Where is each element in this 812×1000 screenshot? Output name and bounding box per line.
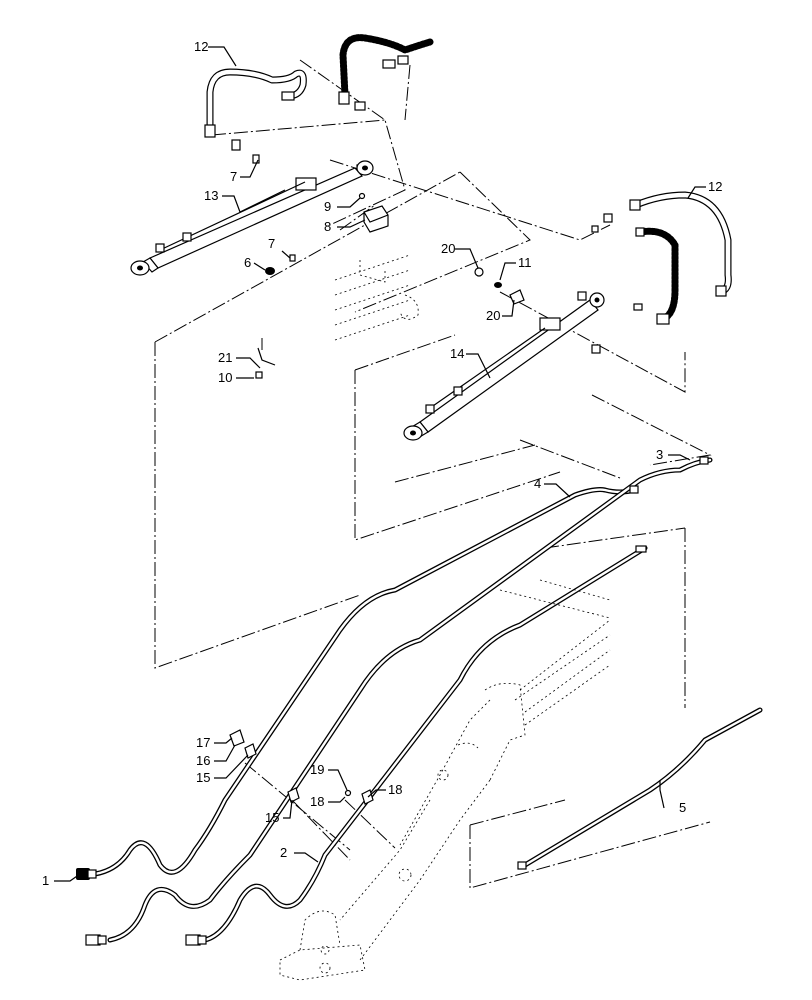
callout-15-right: 15: [265, 810, 279, 825]
callout-20-top: 20: [441, 241, 455, 256]
mount-dotted-center: [334, 254, 419, 341]
callout-6: 6: [244, 255, 251, 270]
hose-dotted-upper: [338, 34, 434, 111]
callout-11: 11: [518, 255, 532, 270]
loader-arm-dotted: [279, 619, 611, 981]
clamps-15-19: [229, 729, 374, 805]
callout-10: 10: [218, 370, 232, 385]
tube-3: [107, 457, 713, 943]
fittings-tube-ends: [76, 456, 709, 946]
callout-4: 4: [534, 476, 541, 491]
cylinder-14: [403, 291, 605, 441]
cylinder-13: [130, 160, 374, 276]
tube-2: [202, 545, 648, 943]
callout-7-mid: 7: [268, 236, 275, 251]
callout-13: 13: [204, 188, 218, 203]
callout-18-right: 18: [388, 782, 402, 797]
tube-4: [92, 487, 638, 877]
tube-5: [522, 707, 763, 868]
arm-lines-dotted: [499, 579, 611, 619]
callout-9: 9: [324, 199, 331, 214]
callout-14: 14: [450, 346, 464, 361]
hose-12-left: [204, 68, 307, 138]
callout-8: 8: [324, 219, 331, 234]
callout-1: 1: [42, 873, 49, 888]
callout-19: 19: [310, 762, 324, 777]
callout-20-bottom: 20: [486, 308, 500, 323]
leader-lines: [54, 46, 706, 882]
callout-16: 16: [196, 753, 210, 768]
callout-17: 17: [196, 735, 210, 750]
callout-15-left: 15: [196, 770, 210, 785]
clamp-8: [358, 192, 389, 233]
callout-labels: 12 7 13 9 8 7 6 20 11 20 21 10 12 14 3 4…: [42, 39, 722, 888]
fittings-20-11: [474, 267, 525, 305]
callout-21: 21: [218, 350, 232, 365]
bracket-21: [255, 347, 276, 379]
ring-6: [265, 267, 275, 275]
callout-2: 2: [280, 845, 287, 860]
callout-12-right: 12: [708, 179, 722, 194]
hose-12-right: [629, 191, 732, 297]
callout-3: 3: [656, 447, 663, 462]
callout-7-top: 7: [230, 169, 237, 184]
callout-18-left: 18: [310, 794, 324, 809]
callout-12-left: 12: [194, 39, 208, 54]
callout-5: 5: [679, 800, 686, 815]
hose-dotted-right: [591, 213, 679, 354]
assembly-guide-lines: [154, 59, 712, 889]
